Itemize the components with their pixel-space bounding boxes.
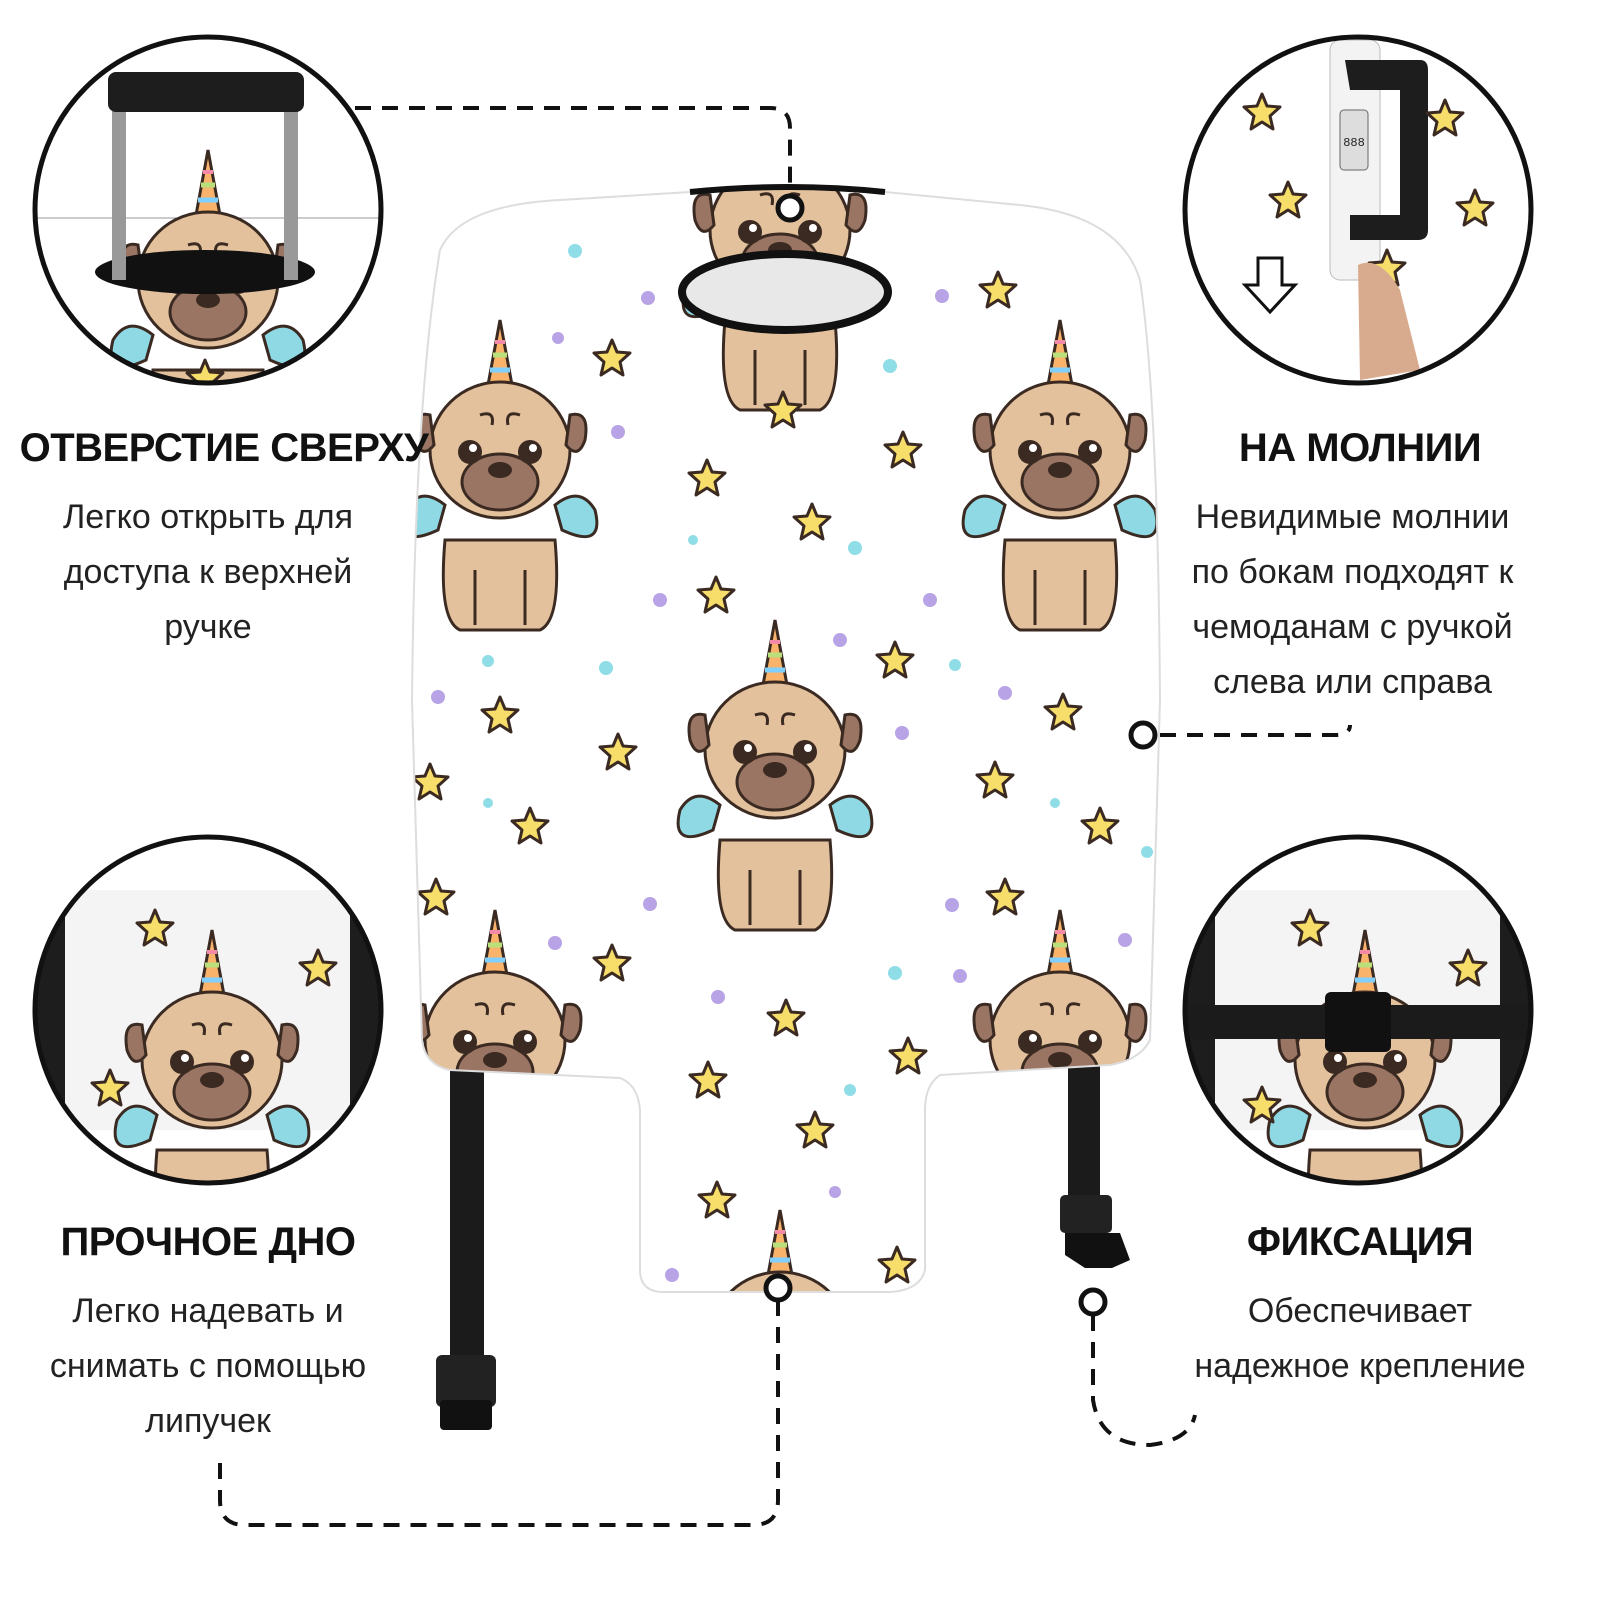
desc-line: Обеспечивает bbox=[1247, 1292, 1473, 1330]
desc-line: липучек bbox=[145, 1402, 271, 1440]
feature-desc-zipper: Невидимые молнии по бокам подходят к чем… bbox=[1155, 490, 1550, 710]
feature-title-bottom: ПРОЧНОЕ ДНО bbox=[60, 1220, 356, 1264]
svg-text:888: 888 bbox=[1343, 136, 1365, 150]
detail-circle-buckle bbox=[1182, 834, 1534, 1186]
desc-line: снимать с помощью bbox=[49, 1347, 367, 1385]
desc-line: Легко открыть для bbox=[62, 498, 353, 536]
feature-desc-bottom: Легко надевать и снимать с помощью липуч… bbox=[18, 1284, 398, 1449]
right-strap bbox=[1060, 1060, 1130, 1268]
detail-circle-zipper: 888 bbox=[1182, 34, 1534, 386]
feature-title-zipper: НА МОЛНИИ bbox=[1238, 426, 1482, 470]
detail-circle-bottom bbox=[32, 834, 384, 1186]
suitcase-cover bbox=[412, 187, 1160, 1292]
feature-desc-top-opening: Легко открыть для доступа к верхней ручк… bbox=[18, 490, 398, 655]
desc-line: по бокам подходят к bbox=[1191, 553, 1514, 591]
desc-line: доступа к верхней bbox=[63, 553, 353, 591]
left-strap bbox=[436, 1060, 496, 1430]
desc-line: надежное крепление bbox=[1194, 1347, 1526, 1385]
detail-circle-top-opening bbox=[32, 34, 384, 386]
desc-line: чемоданам с ручкой bbox=[1192, 608, 1513, 646]
feature-desc-fixation: Обеспечивает надежное крепление bbox=[1160, 1284, 1560, 1394]
feature-title-fixation: ФИКСАЦИЯ bbox=[1246, 1220, 1474, 1264]
desc-line: Невидимые молнии bbox=[1195, 498, 1510, 536]
desc-line: Легко надевать и bbox=[72, 1292, 344, 1330]
feature-title-top-opening: ОТВЕРСТИЕ СВЕРХУ bbox=[19, 426, 429, 470]
desc-line: слева или справа bbox=[1213, 663, 1492, 701]
connector-lines bbox=[218, 106, 1352, 1527]
desc-line: ручке bbox=[164, 608, 252, 646]
top-opening bbox=[678, 250, 892, 334]
callout-dots bbox=[763, 193, 1158, 1317]
